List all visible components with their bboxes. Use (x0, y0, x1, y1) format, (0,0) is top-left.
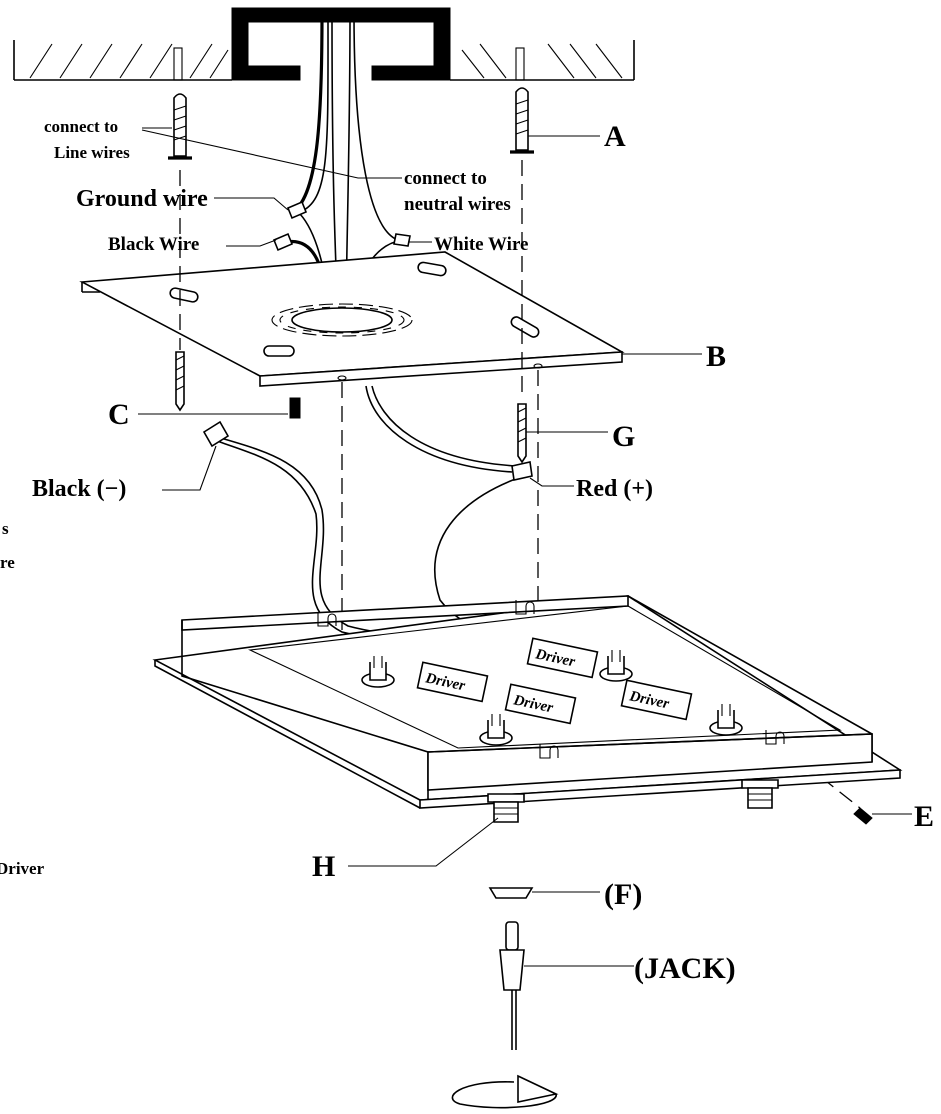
label-h: H (312, 850, 335, 883)
label-a: A (604, 120, 626, 153)
mounting-plate (79, 251, 625, 387)
driver-2: Driver (526, 637, 599, 679)
label-connect-neutral-2: neutral wires (404, 194, 511, 215)
label-red-positive: Red (+) (576, 476, 653, 502)
bottom-threads (487, 779, 779, 823)
label-b: B (706, 340, 726, 373)
cap-f (488, 887, 534, 899)
side-screw (853, 807, 873, 825)
label-g: G (612, 420, 635, 453)
leader-lines (138, 127, 912, 967)
jack-plug (499, 921, 525, 1050)
wall-anchor-left (168, 93, 192, 160)
label-ground-wire: Ground wire (76, 186, 208, 212)
ceiling-screws (175, 351, 527, 464)
ceiling (13, 40, 635, 81)
driver-4: Driver (620, 679, 693, 721)
junction-box (231, 7, 451, 81)
lamp-sockets (361, 650, 743, 746)
label-connect-line-1: connect to (44, 117, 118, 136)
label-connect-neutral-1: connect to (404, 168, 487, 189)
wall-anchor-right (510, 87, 534, 154)
rotate-arrow-icon (451, 1074, 559, 1109)
driver-1: Driver (416, 661, 489, 703)
led-drivers: Driver Driver Driver Driver (416, 637, 693, 725)
label-c: C (108, 398, 130, 431)
driver-3: Driver (504, 683, 577, 725)
label-connect-line-2: Line wires (54, 143, 130, 162)
label-black-negative: Black (−) (32, 476, 126, 502)
label-e: E (914, 800, 934, 833)
label-fragment-driver: Driver (0, 859, 45, 878)
labels: connect to Line wires Ground wire Black … (0, 117, 934, 985)
label-white-wire: White Wire (434, 234, 528, 255)
label-jack: (JACK) (634, 952, 736, 985)
label-f: (F) (604, 878, 642, 911)
label-black-wire: Black Wire (108, 234, 199, 255)
lower-wire-nuts (202, 420, 533, 481)
label-fragment-s: s (2, 519, 9, 538)
label-fragment-re: re (0, 553, 15, 572)
wire-nuts (272, 200, 411, 252)
